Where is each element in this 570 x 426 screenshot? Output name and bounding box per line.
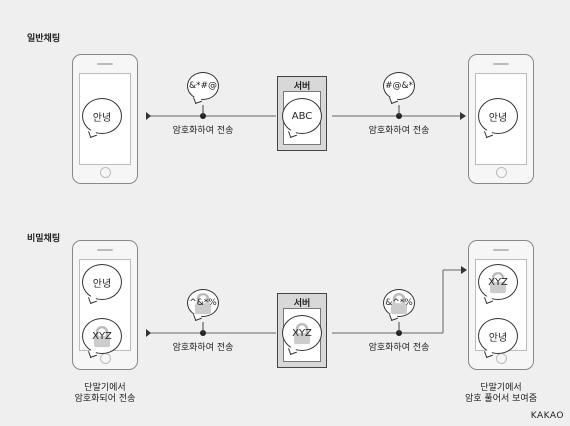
lock-icon bbox=[94, 326, 110, 348]
receiver-message-text: 안녕 bbox=[488, 112, 508, 124]
unlock-icon bbox=[490, 272, 506, 294]
secret-encrypted-in-text: &^*% bbox=[385, 298, 413, 308]
sender-message-text: 안녕 bbox=[92, 112, 112, 124]
receiver-note-line1: 단말기에서 bbox=[480, 383, 522, 393]
sender-message-bubble: 안녕 bbox=[82, 98, 122, 134]
receiver-encrypted-text: XYZ bbox=[488, 276, 508, 288]
lock-icon bbox=[294, 323, 310, 345]
secret-caption-left: 암호화하여 전송 bbox=[172, 343, 234, 353]
sender-encrypted-bubble: XYZ bbox=[82, 318, 122, 354]
secret-chat-title: 비밀채팅 bbox=[27, 234, 61, 244]
credit-kakao: KAKAO bbox=[530, 411, 564, 421]
encrypt-caption-left: 암호화하여 전송 bbox=[172, 126, 234, 136]
receiver-message-bubble: 안녕 bbox=[478, 98, 518, 134]
server-content-bubble: ABC bbox=[282, 98, 322, 134]
secret-arrow-right bbox=[461, 266, 467, 274]
encrypted-in-text: #@&* bbox=[384, 81, 414, 91]
receiver-encrypted-bubble: XYZ bbox=[478, 264, 518, 300]
secret-server-bubble: XYZ bbox=[282, 315, 322, 351]
receiver-plain-text: 안녕 bbox=[488, 332, 508, 344]
normal-arrow-right bbox=[460, 112, 466, 120]
encrypted-in-bubble: #@&* bbox=[383, 72, 415, 100]
server-label: 서버 bbox=[293, 299, 311, 309]
secret-encrypted-out-text: ^&*% bbox=[189, 298, 217, 308]
server-label: 서버 bbox=[293, 82, 311, 92]
secret-arrow-left bbox=[146, 329, 151, 337]
server-content-text: ABC bbox=[291, 110, 313, 122]
sender-note-line2: 암호화되어 전송 bbox=[74, 394, 136, 404]
sender-note: 단말기에서 암호화되어 전송 bbox=[60, 383, 150, 405]
normal-arrow-left bbox=[146, 112, 151, 120]
sender-plain-bubble: 안녕 bbox=[82, 264, 122, 300]
secret-server-text: XYZ bbox=[292, 327, 312, 339]
encrypt-caption-right: 암호화하여 전송 bbox=[368, 126, 430, 136]
receiver-note: 단말기에서 암호 풀어서 보여줌 bbox=[451, 383, 551, 405]
sender-plain-text: 안녕 bbox=[92, 278, 112, 290]
lock-icon bbox=[195, 293, 211, 315]
receiver-note-line2: 암호 풀어서 보여줌 bbox=[465, 394, 537, 404]
normal-chat-title: 일반채팅 bbox=[27, 34, 61, 44]
sender-note-line1: 단말기에서 bbox=[84, 383, 126, 393]
encrypted-out-bubble: &*#@ bbox=[187, 72, 219, 100]
secret-encrypted-in-bubble: &^*% bbox=[383, 289, 415, 317]
sender-encrypted-text: XYZ bbox=[92, 330, 112, 342]
lock-icon bbox=[391, 293, 407, 315]
encrypted-out-text: &*#@ bbox=[188, 81, 218, 91]
secret-caption-right: 암호화하여 전송 bbox=[368, 343, 430, 353]
secret-encrypted-out-bubble: ^&*% bbox=[187, 289, 219, 317]
receiver-plain-bubble: 안녕 bbox=[478, 318, 518, 354]
